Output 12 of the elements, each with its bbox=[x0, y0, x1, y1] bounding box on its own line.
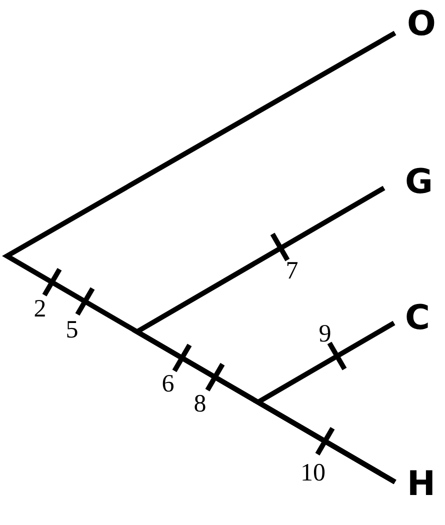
character-number: 9 bbox=[318, 322, 332, 346]
taxon-label: O bbox=[395, 7, 436, 41]
character-number: 5 bbox=[66, 318, 78, 342]
taxon-label: C bbox=[394, 301, 430, 335]
character-number: 8 bbox=[194, 392, 206, 416]
taxon-label: G bbox=[384, 165, 433, 199]
character-number: 2 bbox=[34, 296, 46, 322]
character-number: 7 bbox=[286, 258, 298, 284]
character-number: 6 bbox=[162, 372, 174, 396]
taxon-label: H bbox=[395, 467, 436, 501]
character-number: 10 bbox=[300, 460, 326, 486]
branch-line bbox=[253, 320, 396, 484]
